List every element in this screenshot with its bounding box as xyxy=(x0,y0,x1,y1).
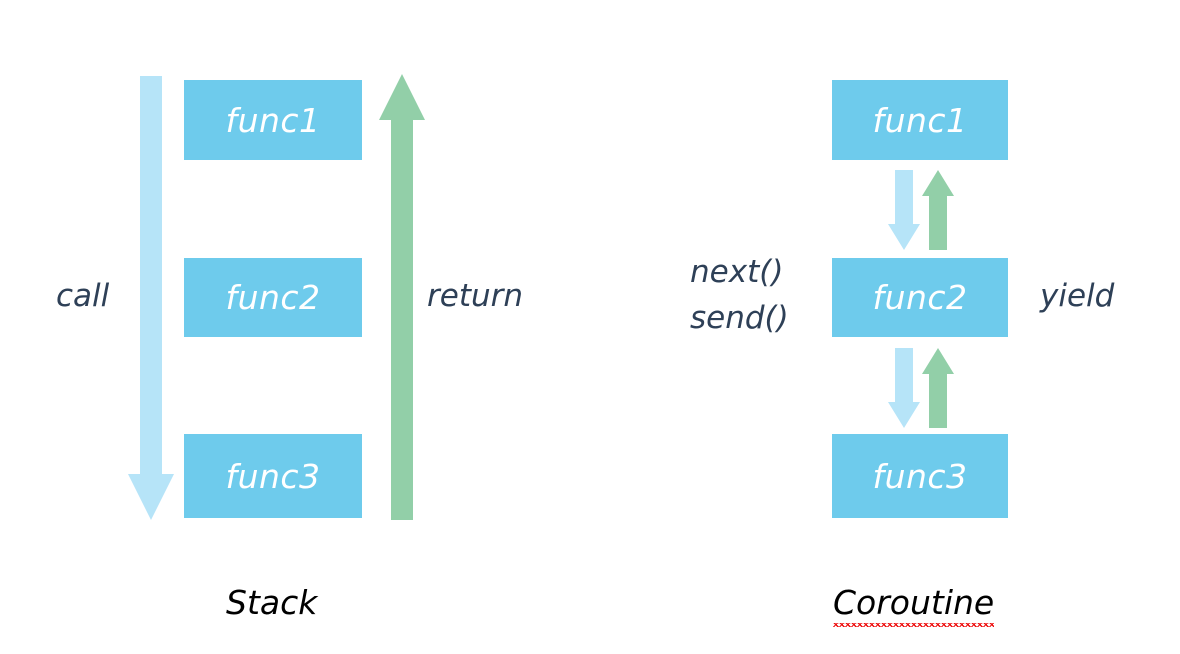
coroutine-arrow-down-upper-icon xyxy=(888,170,920,250)
stack-box-func1-label: func1 xyxy=(225,100,321,140)
coroutine-arrow-down-lower-icon xyxy=(888,348,920,428)
next-label: next() xyxy=(690,254,784,290)
stack-caption: Stack xyxy=(226,583,318,622)
send-label: send() xyxy=(690,300,789,336)
coroutine-box-func2: func2 xyxy=(832,258,1008,337)
stack-box-func3-label: func3 xyxy=(225,456,321,496)
stack-box-func2: func2 xyxy=(184,258,362,337)
coroutine-caption: Coroutine xyxy=(833,583,995,627)
coroutine-arrow-up-lower-icon xyxy=(922,348,954,428)
coroutine-box-func3: func3 xyxy=(832,434,1008,518)
coroutine-box-func1-label: func1 xyxy=(872,100,968,140)
coroutine-box-func2-label: func2 xyxy=(872,278,968,317)
return-arrow-up-icon xyxy=(379,74,425,520)
stack-box-func1: func1 xyxy=(184,80,362,160)
stack-box-func2-label: func2 xyxy=(225,278,321,317)
stack-box-func3: func3 xyxy=(184,434,362,518)
call-arrow-down-icon xyxy=(128,76,174,520)
return-label: return xyxy=(427,278,524,314)
call-label: call xyxy=(56,278,110,314)
coroutine-box-func1: func1 xyxy=(832,80,1008,160)
coroutine-box-func3-label: func3 xyxy=(872,456,968,496)
yield-label: yield xyxy=(1040,278,1115,314)
coroutine-arrow-up-upper-icon xyxy=(922,170,954,250)
